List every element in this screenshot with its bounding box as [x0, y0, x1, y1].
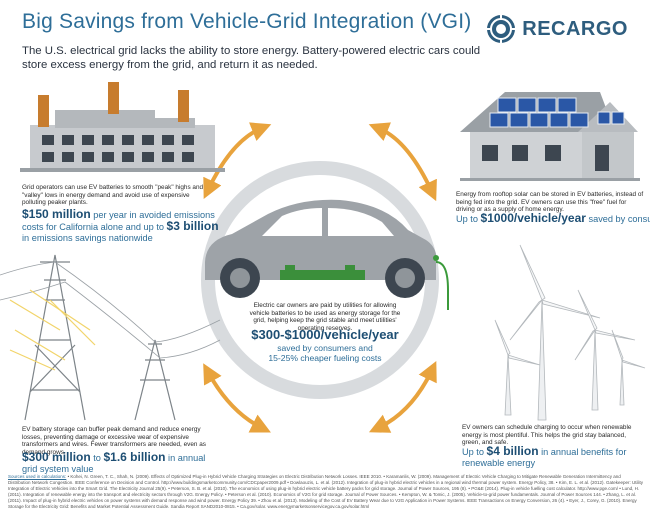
wind-savings: Up to $4 billion in annual benefits for … — [462, 444, 642, 469]
transmission-amount-2: $1.6 billion — [103, 450, 166, 464]
sources-text: • Kohei, N. Green, T. C., Shah, N. (2009… — [8, 474, 644, 509]
wind-blurb: EV owners can schedule charging to occur… — [462, 424, 632, 447]
recargo-logo: RECARGO — [486, 14, 628, 44]
sun-rays-illustration — [9, 289, 96, 371]
power-plant-illustration — [20, 82, 225, 172]
solar-prefix: Up to — [456, 214, 481, 224]
solar-amount: $1000/vehicle/year — [480, 211, 586, 225]
wind-turbines-illustration — [494, 244, 646, 421]
peak-text-1: per year in avoided emissions costs for … — [22, 210, 215, 232]
transmission-mid: to — [90, 453, 104, 463]
peak-amount-1: $150 million — [22, 207, 91, 221]
solar-blurb: Energy from rooftop solar can be stored … — [456, 191, 644, 214]
transmission-towers-illustration — [0, 254, 221, 421]
sources-lead[interactable]: Sources used in calculations: — [8, 474, 67, 479]
recargo-logo-icon — [487, 15, 516, 43]
electric-car-illustration — [205, 199, 449, 310]
wind-prefix: Up to — [462, 447, 487, 457]
peak-text-2: in emissions savings nationwide — [22, 233, 153, 243]
page-subtitle: The U.S. electrical grid lacks the abili… — [22, 45, 481, 71]
wind-suffix: in annual benefits for renewable energy — [462, 447, 627, 468]
solar-savings: Up to $1000/vehicle/year saved by consum… — [456, 211, 650, 225]
peak-blurb: Grid operators can use EV batteries to s… — [22, 184, 204, 207]
transmission-suffix: in annual grid system value — [22, 453, 206, 474]
center-rate: $300-$1000/vehicle/year — [251, 327, 399, 342]
logo-text: RECARGO — [522, 17, 628, 40]
center-sub-1: saved by consumers and — [277, 343, 373, 353]
transmission-amount-1: $300 million — [22, 450, 91, 464]
solar-house-illustration — [460, 92, 640, 181]
center-blurb: Electric car owners are paid by utilitie… — [249, 302, 401, 332]
sources-footnote: Sources used in calculations: • Kohei, N… — [8, 474, 644, 518]
solar-suffix: saved by consumers — [588, 214, 650, 224]
peak-amount-2: $3 billion — [166, 219, 219, 233]
transmission-savings: $300 million to $1.6 billion in annual g… — [22, 450, 212, 475]
page-title: Big Savings from Vehicle-Grid Integratio… — [22, 10, 472, 33]
center-sub-2: 15-25% cheaper fueling costs — [268, 353, 382, 363]
transmission-blurb: EV battery storage can buffer peak deman… — [22, 426, 206, 456]
flow-arrows — [203, 122, 437, 433]
wind-amount: $4 billion — [486, 444, 539, 458]
peak-savings: $150 million per year in avoided emissio… — [22, 207, 222, 244]
